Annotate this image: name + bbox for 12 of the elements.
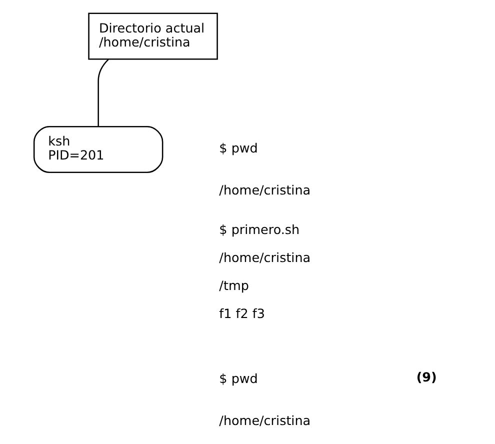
label: $ pwd: [219, 140, 258, 156]
label: /home/cristina: [219, 250, 311, 266]
connector: [98, 58, 109, 126]
label: $ primero.sh: [219, 222, 300, 238]
label: f1 f2 f3: [219, 306, 265, 322]
label: (9): [416, 370, 437, 385]
label: /home/cristina: [219, 182, 311, 198]
node-box: ksh PID=201: [33, 126, 164, 174]
label: $ pwd: [219, 370, 258, 386]
label: /tmp: [219, 278, 249, 294]
label: /home/cristina: [219, 412, 311, 428]
node-box: Directorio actual /home/cristina: [88, 12, 218, 60]
